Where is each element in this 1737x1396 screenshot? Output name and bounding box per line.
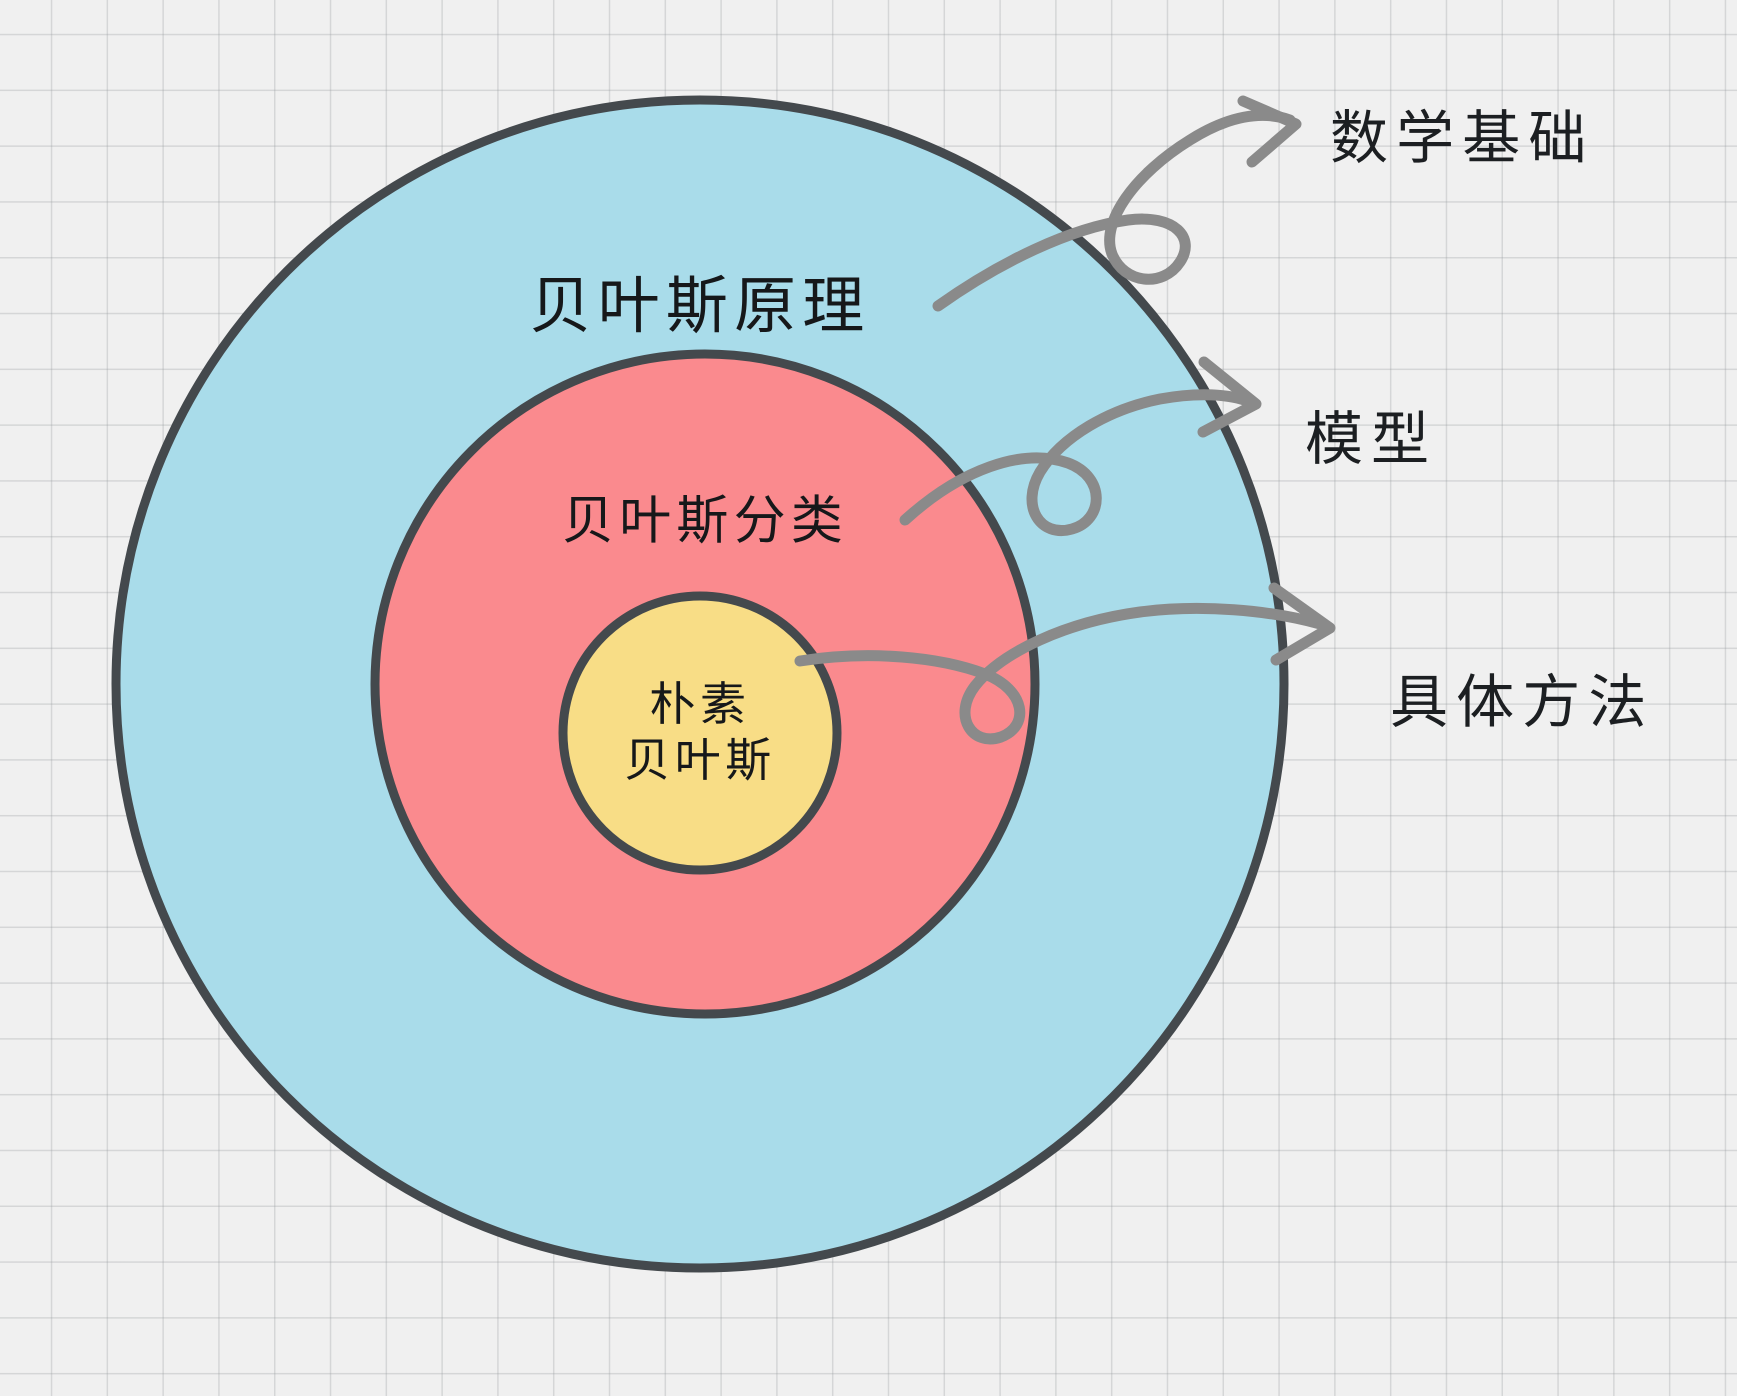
annotation-label-model: 模型: [1305, 407, 1438, 472]
circle-label-inner-line1: 朴素: [649, 678, 751, 730]
arrow-head-math-foundation: [1237, 95, 1302, 168]
circle-label-inner-line2: 贝叶斯: [624, 735, 776, 786]
annotation-label-concrete-method: 具体方法: [1390, 670, 1655, 735]
arrow-path-concrete-method: [794, 602, 1326, 745]
circle-inner-naive-bayes[interactable]: [558, 591, 842, 875]
circle-label-inner: 朴素 贝叶斯: [624, 677, 776, 789]
arrow-path-math-foundation: [932, 109, 1296, 312]
annotation-label-math-foundation: 数学基础: [1330, 106, 1595, 171]
arrow-head-model: [1197, 356, 1262, 438]
circle-label-outer: 贝叶斯原理: [529, 273, 871, 342]
arrow-head-concrete-method: [1268, 582, 1336, 666]
circle-label-middle: 贝叶斯分类: [561, 493, 849, 551]
arrow-path-model: [899, 389, 1256, 536]
